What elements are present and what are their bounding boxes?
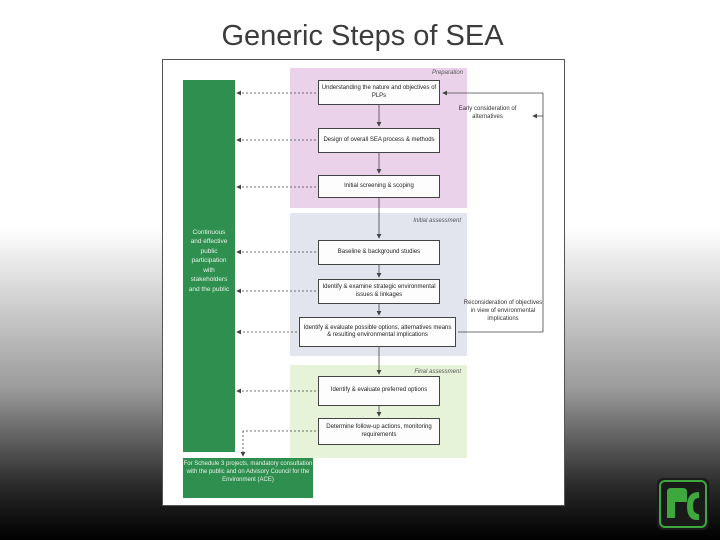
- flow-arrows: [236, 90, 544, 457]
- sea-flow-diagram: Preparation Initial assessment Final ass…: [162, 59, 565, 506]
- step-identify-issues: Identify & examine strategic environment…: [318, 279, 440, 304]
- step-screening-scoping: Initial screening & scoping: [318, 175, 440, 198]
- organization-logo-icon: [657, 478, 709, 530]
- note-early-alternatives: Early consideration of alternatives: [458, 106, 517, 120]
- schedule-3-consultation-text: For Schedule 3 projects, mandatory consu…: [183, 461, 313, 483]
- step-design-process: Design of overall SEA process & methods: [318, 128, 440, 153]
- slide-title: Generic Steps of SEA: [221, 20, 504, 52]
- phase-label-initial: Initial assessment: [413, 218, 461, 224]
- phase-label-preparation: Preparation: [431, 70, 463, 76]
- phase-label-final: Final assessment: [414, 369, 461, 375]
- step-evaluate-options: Identify & evaluate possible options, al…: [299, 317, 456, 347]
- public-participation-bar: Continuous and effective public particip…: [183, 80, 235, 452]
- step-understand-objectives: Understanding the nature and objectives …: [318, 80, 440, 105]
- schedule-3-consultation-box: For Schedule 3 projects, mandatory consu…: [183, 458, 313, 498]
- step-follow-up: Determine follow-up actions, monitoring …: [318, 418, 440, 445]
- public-participation-text: Continuous and effective public particip…: [188, 229, 230, 293]
- note-reconsideration: Reconsideration of objectives in view of…: [463, 300, 543, 322]
- step-preferred-options: Identify & evaluate preferred options: [318, 376, 440, 406]
- step-baseline-studies: Baseline & background studies: [318, 240, 440, 265]
